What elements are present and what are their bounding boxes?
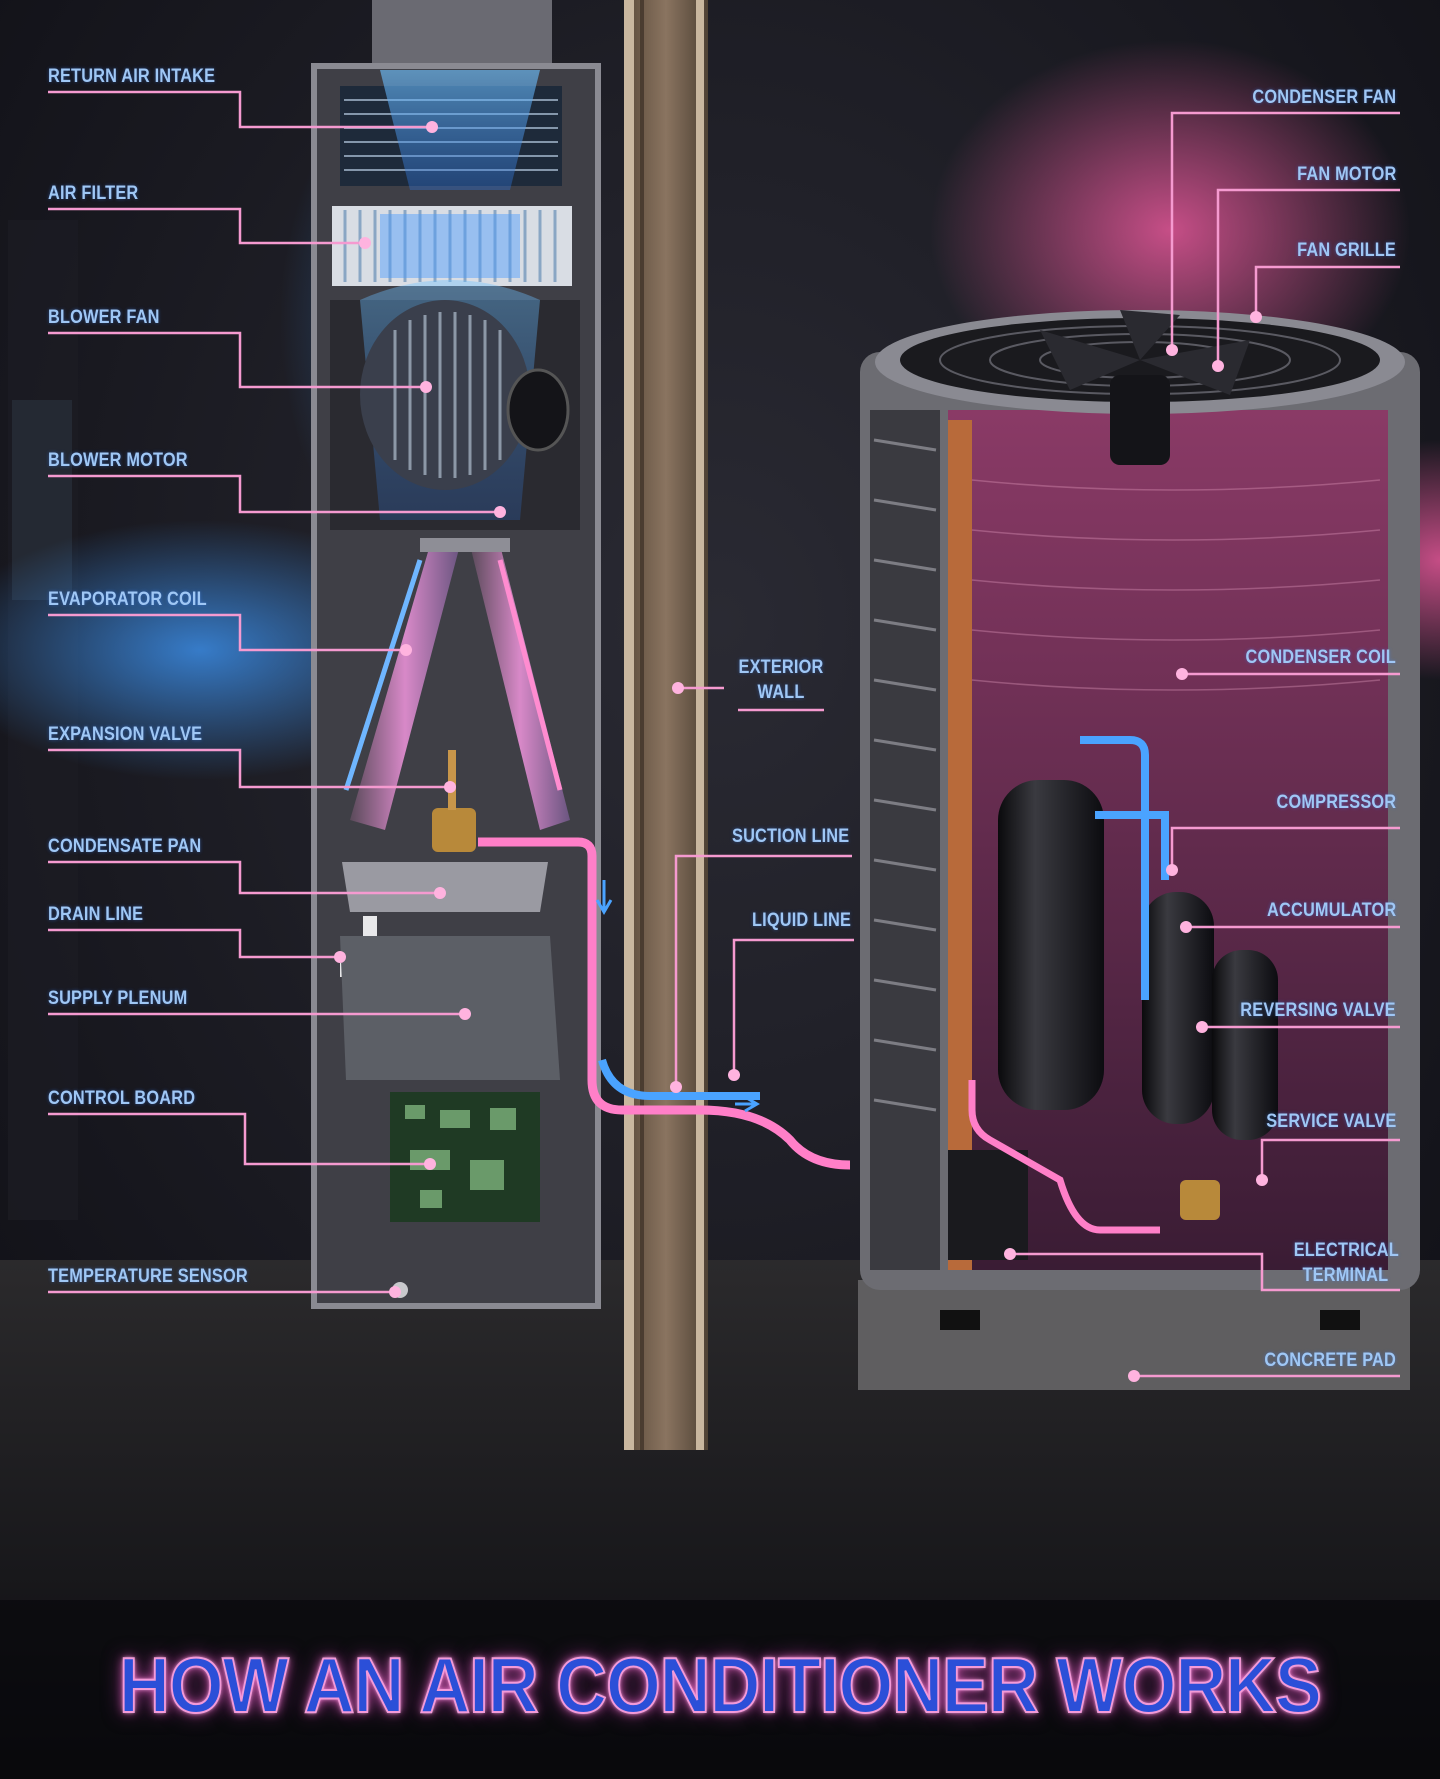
label-control-board: CONTROL BOARD xyxy=(48,1088,196,1109)
exterior-wall-section xyxy=(624,0,708,1450)
label-service-valve: SERVICE VALVE xyxy=(1265,1111,1396,1132)
label-blower-fan: BLOWER FAN xyxy=(48,307,160,328)
air-handler-cabinet xyxy=(311,0,601,1309)
label-evaporator-coil: EVAPORATOR COIL xyxy=(48,589,207,610)
diagram-title: HOW AN AIR CONDITIONER WORKS xyxy=(118,1640,1323,1730)
label-reversing-valve: REVERSING VALVE xyxy=(1240,1000,1396,1021)
leader-dots xyxy=(334,121,1268,1382)
label-accumulator: ACCUMULATOR xyxy=(1266,900,1396,921)
liquid-line-pipe xyxy=(598,1058,760,1100)
label-concrete-pad: CONCRETE PAD xyxy=(1264,1350,1396,1371)
label-return-air-intake: RETURN AIR INTAKE xyxy=(48,66,216,87)
label-condenser-fan: CONDENSER FAN xyxy=(1252,87,1396,108)
label-exterior-wall: EXTERIOR WALL xyxy=(738,657,824,703)
label-electrical-terminal: ELECTRICAL TERMINAL xyxy=(1293,1240,1399,1286)
label-suction-line: SUCTION LINE xyxy=(732,826,850,847)
leader-lines xyxy=(48,90,1400,1378)
label-supply-plenum: SUPPLY PLENUM xyxy=(48,988,188,1009)
label-fan-motor: FAN MOTOR xyxy=(1296,164,1396,185)
label-fan-grille: FAN GRILLE xyxy=(1297,240,1396,261)
label-compressor: COMPRESSOR xyxy=(1276,792,1396,813)
label-blower-motor: BLOWER MOTOR xyxy=(48,450,188,471)
condenser-unit xyxy=(858,40,1440,1390)
label-condenser-coil: CONDENSER COIL xyxy=(1245,647,1396,668)
label-drain-line: DRAIN LINE xyxy=(48,904,144,925)
label-expansion-valve: EXPANSION VALVE xyxy=(48,724,203,745)
label-liquid-line: LIQUID LINE xyxy=(752,910,852,931)
label-temperature-sensor: TEMPERATURE SENSOR xyxy=(48,1266,248,1287)
suction-line-pipe xyxy=(478,837,851,1170)
label-condensate-pan: CONDENSATE PAN xyxy=(48,836,202,857)
label-air-filter: AIR FILTER xyxy=(48,183,139,204)
